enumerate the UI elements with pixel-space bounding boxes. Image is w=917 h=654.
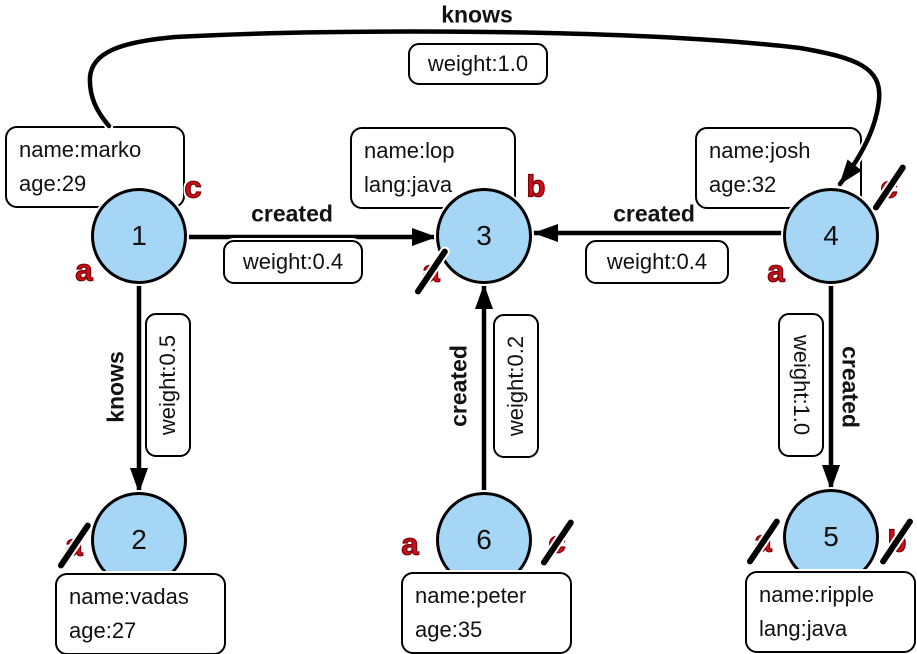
property-line: name:josh: [709, 138, 811, 163]
edge-weight-knows-1-2: weight:0.5: [145, 313, 191, 457]
vertex-1-id: 1: [131, 220, 147, 251]
marker-a-vertex-4: a: [767, 253, 786, 289]
edge-label-knows-1-2: knows: [102, 351, 129, 423]
edge-weight-created-4-5: weight:1.0: [778, 313, 824, 457]
weight-text: weight:1.0: [789, 334, 814, 436]
edge-weight-created-6-3: weight:0.2: [493, 314, 539, 458]
edge-weight-created-1-3: weight:0.4: [223, 240, 363, 284]
vertex-6-properties: name:peter age:35: [401, 572, 572, 654]
vertex-4-id: 4: [823, 220, 839, 251]
vertex-4[interactable]: 4: [783, 188, 879, 284]
vertex-2-id: 2: [131, 524, 147, 555]
marker-letter: c: [184, 169, 203, 205]
marker-letter: a: [75, 252, 94, 288]
weight-text: weight:1.0: [427, 51, 529, 76]
edge-label-created-6-3: created: [445, 345, 472, 427]
marker-b-vertex-5-struck: b: [879, 516, 915, 566]
property-line: name:peter: [415, 583, 527, 608]
edge-label-created-4-5: created: [837, 346, 864, 428]
vertex-5[interactable]: 5: [783, 489, 879, 585]
edge-label-created-1-3: created: [251, 200, 333, 227]
edge-knows-1-4[interactable]: [87, 29, 882, 187]
vertex-4-properties: name:josh age:32: [695, 127, 862, 209]
vertex-1[interactable]: 1: [91, 188, 187, 284]
vertex-5-id: 5: [823, 521, 839, 552]
vertex-2-properties: name:vadas age:27: [55, 573, 226, 654]
property-line: age:35: [415, 617, 483, 642]
property-line: age:32: [709, 172, 777, 197]
property-line: lang:java: [364, 172, 453, 197]
marker-a-vertex-6: a: [401, 526, 420, 562]
property-line: age:27: [69, 618, 137, 643]
marker-a-vertex-5-struck: a: [745, 516, 781, 566]
property-line: name:ripple: [759, 582, 874, 607]
weight-text: weight:0.5: [155, 334, 180, 436]
vertex-5-properties: name:ripple lang:java: [745, 571, 916, 653]
property-line: age:29: [19, 171, 87, 196]
weight-text: weight:0.4: [606, 249, 708, 274]
property-line: name:marko: [19, 137, 142, 162]
marker-a-vertex-2-struck: a: [56, 520, 92, 570]
weight-text: weight:0.4: [242, 249, 344, 274]
marker-c-vertex-1: c: [184, 169, 203, 205]
vertex-1-properties: name:marko age:29: [5, 126, 185, 208]
marker-c-vertex-4-struck: c: [871, 162, 907, 212]
vertex-3[interactable]: 3: [436, 188, 532, 284]
marker-letter: a: [401, 526, 420, 562]
marker-letter: a: [767, 253, 786, 289]
edge-label-knows-1-4: knows: [441, 1, 513, 28]
weight-text: weight:0.2: [503, 335, 528, 437]
property-line: name:lop: [364, 138, 455, 163]
marker-a-vertex-1: a: [75, 252, 94, 288]
property-line: lang:java: [759, 616, 848, 641]
property-line: name:vadas: [69, 584, 189, 609]
edge-weight-knows-1-4: weight:1.0: [408, 43, 548, 85]
edge-weight-created-4-3: weight:0.4: [585, 240, 729, 284]
marker-a-vertex-3-struck: a: [413, 246, 449, 296]
marker-b-vertex-3: b: [526, 168, 546, 204]
marker-c-vertex-6-struck: c: [539, 517, 575, 567]
marker-letter: b: [526, 168, 546, 204]
vertex-3-id: 3: [476, 220, 492, 251]
vertex-6-id: 6: [476, 524, 492, 555]
edge-label-created-4-3: created: [613, 200, 695, 227]
